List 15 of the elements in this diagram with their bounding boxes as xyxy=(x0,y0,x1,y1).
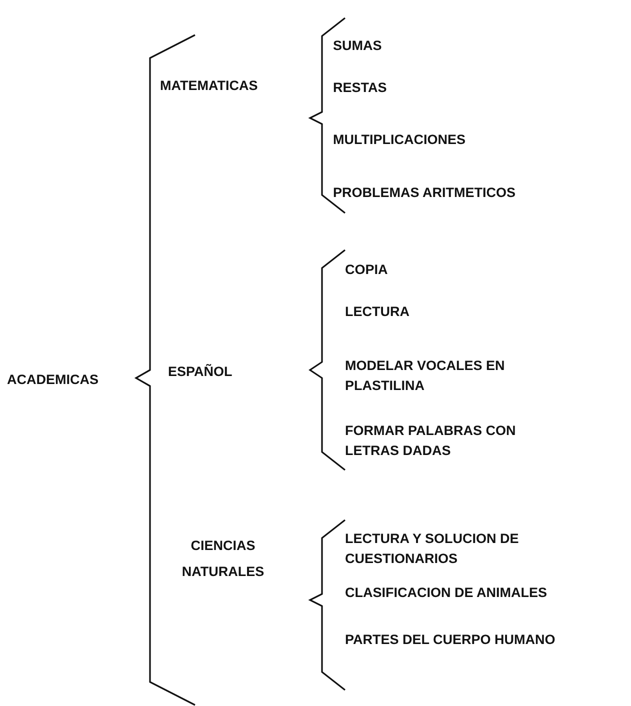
item-label: COPIA xyxy=(345,261,388,279)
item-label: SUMAS xyxy=(333,37,382,55)
item-label: PARTES DEL CUERPO HUMANO xyxy=(345,631,556,649)
item-label: RESTAS xyxy=(333,79,387,97)
category-label: CIENCIAS NATURALES xyxy=(180,537,266,581)
category-label: ESPAÑOL xyxy=(168,363,232,381)
item-label: PROBLEMAS ARITMETICOS xyxy=(333,184,516,202)
item-label: LECTURA Y SOLUCION DE CUESTIONARIOS xyxy=(345,530,520,568)
item-label: LECTURA xyxy=(345,303,410,321)
item-label: MULTIPLICACIONES xyxy=(333,131,466,149)
category-label: MATEMATICAS xyxy=(160,77,258,95)
item-label: MODELAR VOCALES EN PLASTILINA xyxy=(345,357,505,395)
item-label: FORMAR PALABRAS CON LETRAS DADAS xyxy=(345,422,517,460)
category-label: ACADEMICAS xyxy=(7,371,99,389)
item-label: CLASIFICACION DE ANIMALES xyxy=(345,584,547,602)
